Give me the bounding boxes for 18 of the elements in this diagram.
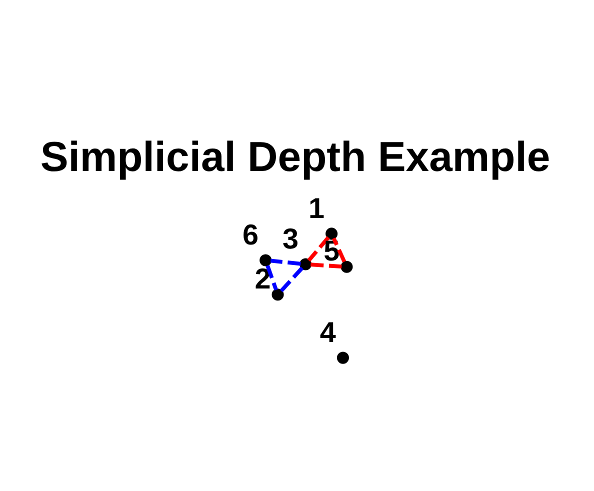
node-label: 6 bbox=[242, 219, 259, 252]
node-label: 2 bbox=[254, 262, 271, 295]
connector bbox=[280, 266, 304, 292]
connector bbox=[310, 262, 342, 268]
node-circle bbox=[300, 258, 312, 270]
connector bbox=[270, 258, 301, 266]
node-label: 3 bbox=[282, 223, 299, 256]
node-label: 4 bbox=[320, 316, 336, 349]
connector bbox=[332, 237, 346, 262]
connector bbox=[307, 236, 330, 262]
node-circle bbox=[340, 260, 353, 272]
node-circle bbox=[272, 288, 284, 300]
node-circle bbox=[336, 351, 349, 364]
connector bbox=[266, 264, 278, 290]
diagram-title: Simplicial Depth Example bbox=[40, 132, 550, 180]
node-circle bbox=[260, 254, 272, 266]
node-label: 1 bbox=[308, 192, 325, 224]
node-circle bbox=[326, 227, 338, 240]
